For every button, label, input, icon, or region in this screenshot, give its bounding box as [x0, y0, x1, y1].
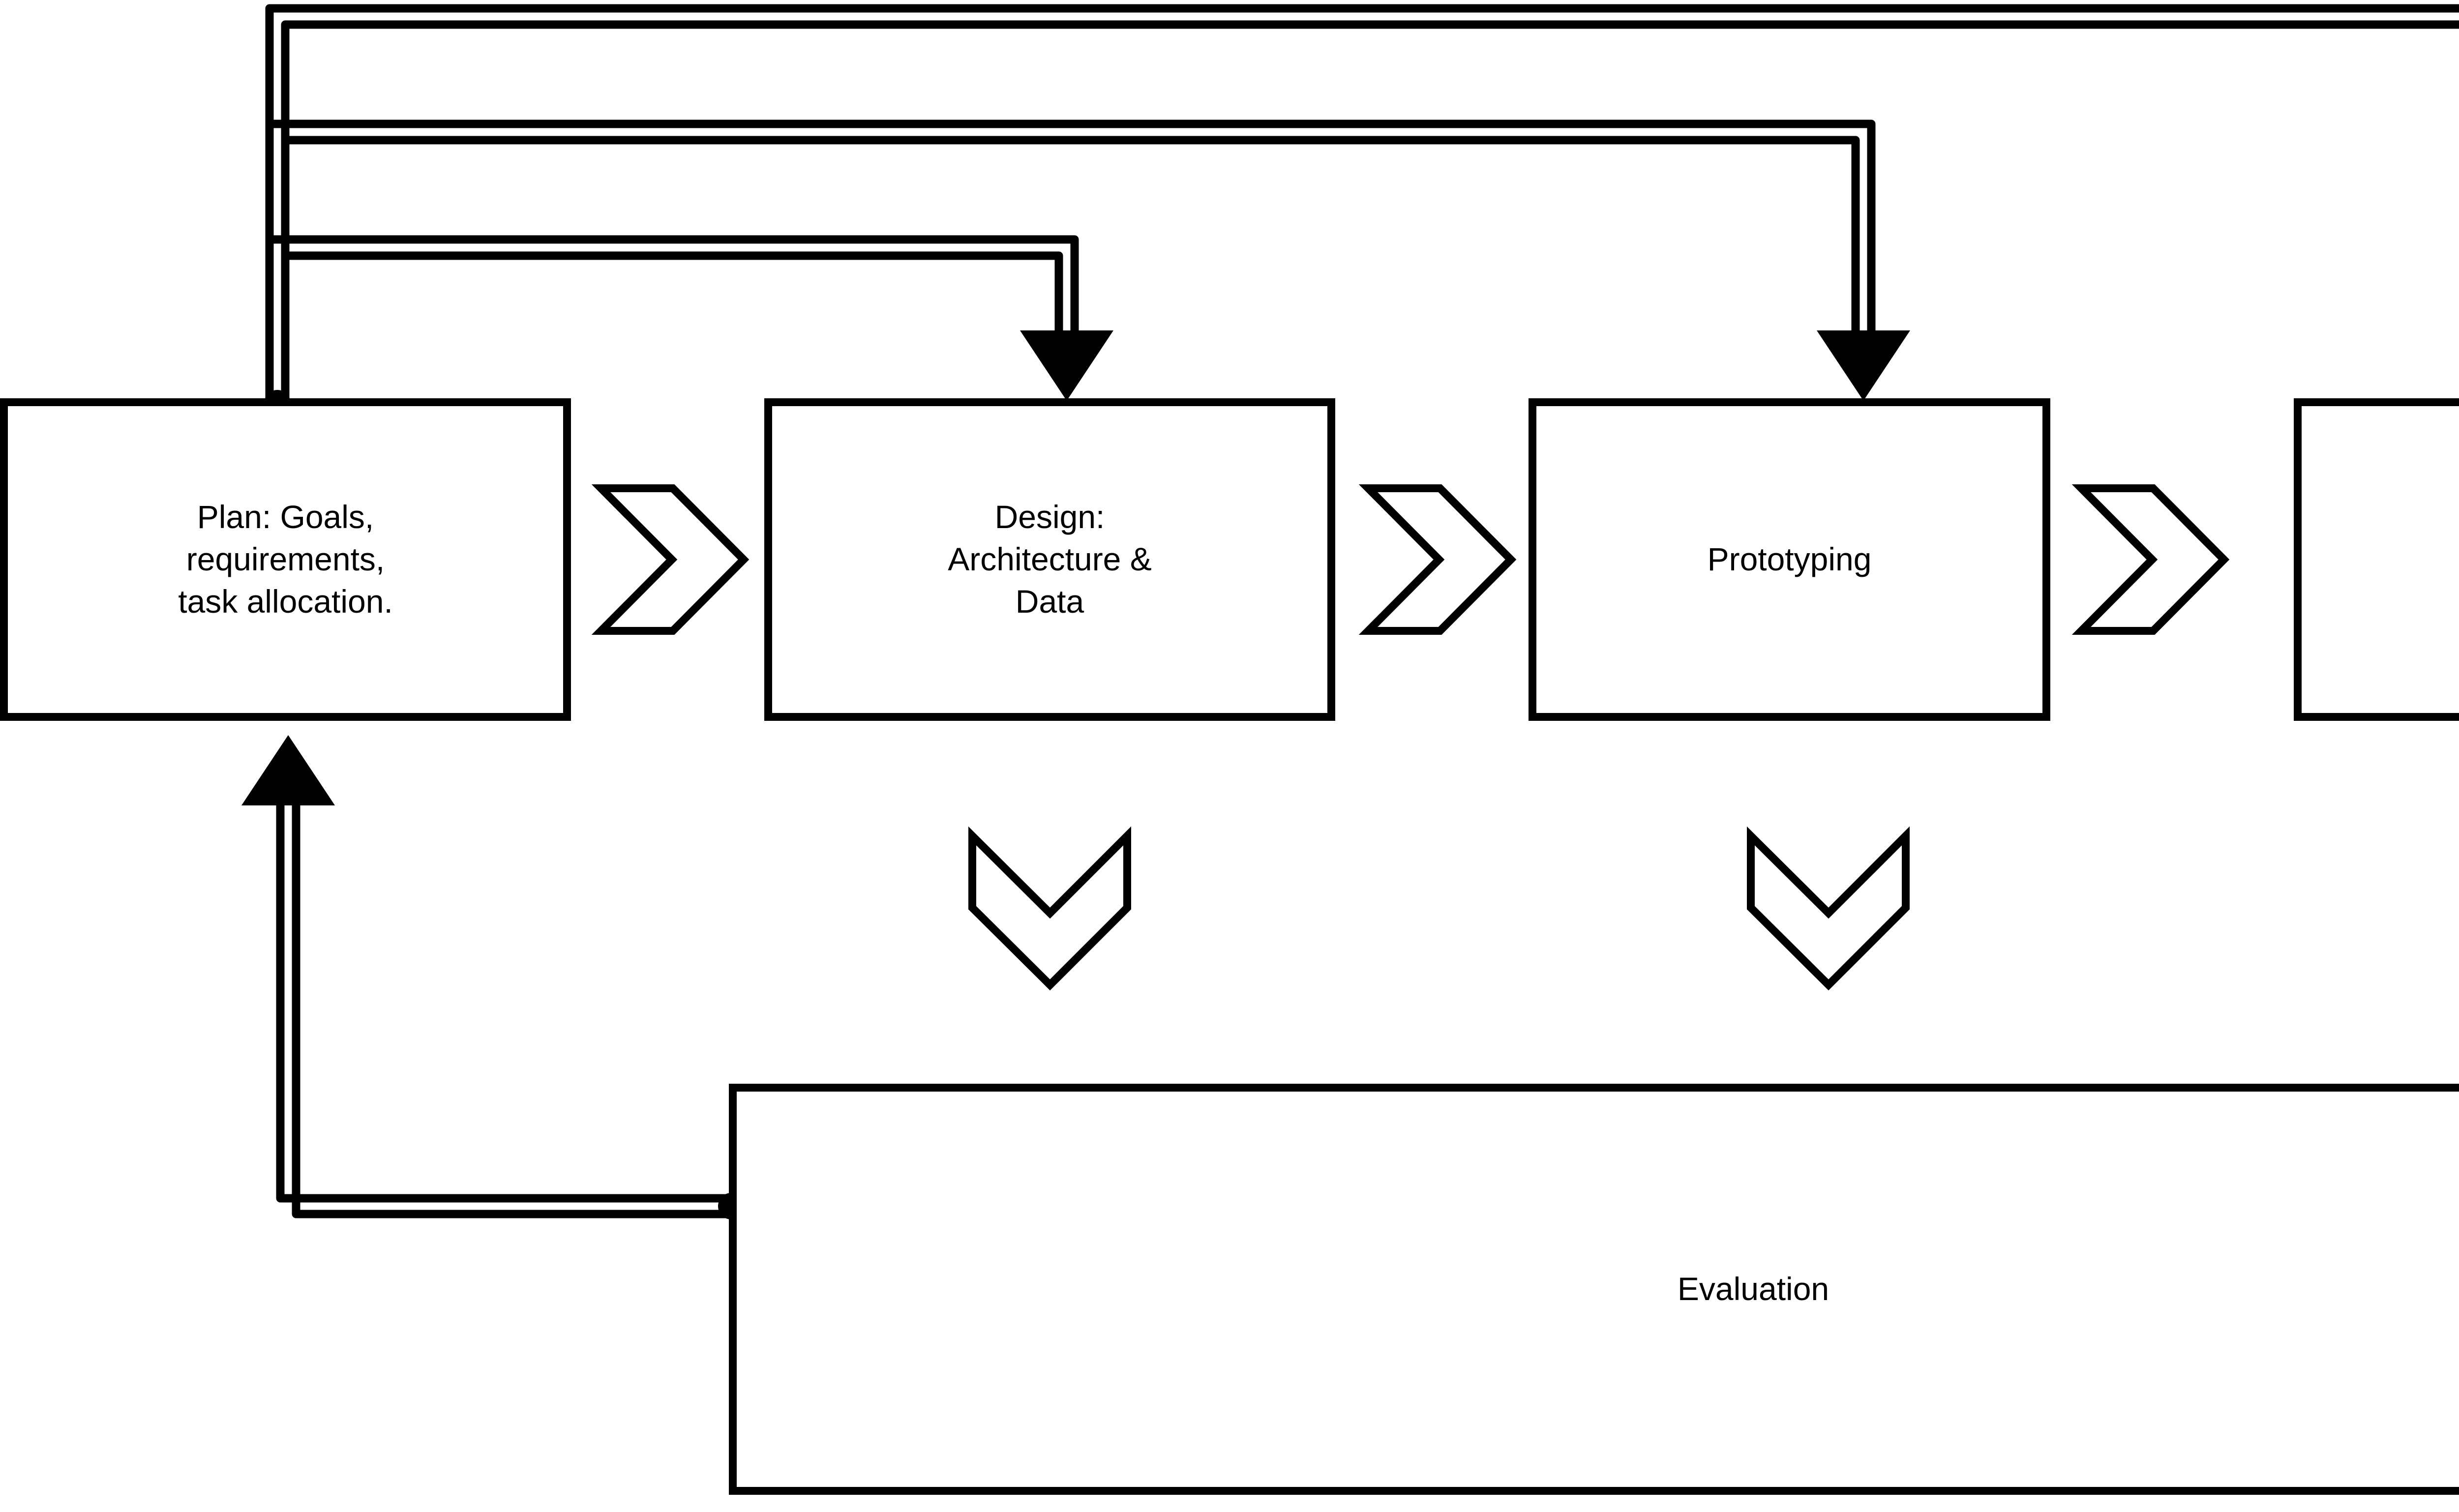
- chevron-prototyping-down-icon: [1747, 826, 1910, 991]
- feedback-plan-to-development: [265, 4, 2459, 401]
- chevron-prototyping-to-development-icon: [2071, 484, 2230, 635]
- chevron-plan-to-design-icon: [591, 484, 750, 635]
- node-prototyping[interactable]: [1529, 398, 2050, 721]
- arrowhead-plan-bottom: [241, 735, 335, 805]
- arrowhead-prototyping: [1817, 330, 1910, 401]
- chevron-design-to-prototyping-icon: [1358, 484, 1517, 635]
- node-plan[interactable]: [0, 398, 571, 721]
- arrowhead-design: [1020, 330, 1113, 401]
- feedback-evaluation-to-plan: [276, 792, 731, 1218]
- node-development[interactable]: [2294, 398, 2459, 721]
- feedback-plan-to-design: [265, 235, 1079, 401]
- node-evaluation[interactable]: [729, 1084, 2459, 1495]
- chevron-design-down-icon: [968, 826, 1131, 991]
- node-design[interactable]: [764, 398, 1335, 721]
